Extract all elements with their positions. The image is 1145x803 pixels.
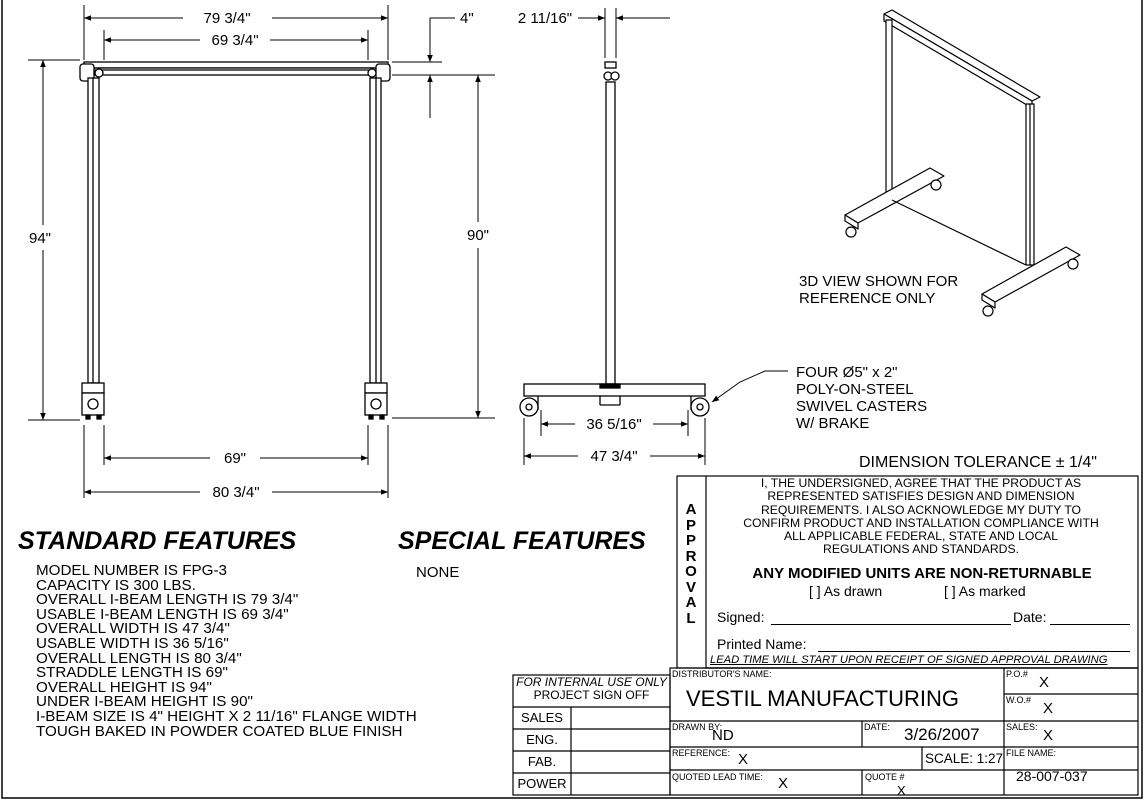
approval-letter: P [685, 532, 696, 549]
as-drawn-checkbox[interactable]: [ ] As drawn [809, 583, 883, 599]
casters-note: FOUR Ø5" x 2" POLY-ON-STEEL SWIVEL CASTE… [796, 364, 927, 432]
drawn-by-label: DRAWN BY: [672, 722, 723, 732]
quoted-lead-value: X [778, 775, 789, 792]
reference-value: X [738, 751, 749, 768]
side-view [519, 61, 710, 417]
signoff-row-label: FAB. [527, 754, 557, 769]
printed-name-field[interactable] [818, 651, 1130, 652]
dim-usable-ibeam-length: 69 3/4" [211, 32, 258, 49]
feature-item: OVERALL WIDTH IS 47 3/4" [36, 620, 230, 638]
po-label: P.O.# [1006, 669, 1028, 679]
feature-item: MODEL NUMBER IS FPG-3 [36, 562, 227, 579]
lead-time-note: LEAD TIME WILL START UPON RECEIPT OF SIG… [710, 654, 1108, 666]
dim-overall-length: 80 3/4" [212, 484, 259, 501]
feature-item: OVERALL HEIGHT IS 94" [36, 678, 212, 696]
side-view-dimension-labels: 2 11/16" 36 5/16" 47 3/4" [518, 10, 642, 465]
special-features-value: NONE [416, 564, 460, 581]
approval-letter: O [685, 563, 697, 580]
date-field[interactable] [1050, 624, 1130, 625]
side-view-dimensions [523, 8, 788, 465]
iso-view-note-line: 3D VIEW SHOWN FOR [799, 273, 959, 290]
feature-item: USABLE I-BEAM LENGTH IS 69 3/4" [36, 605, 289, 623]
dim-overall-ibeam-length: 79 3/4" [203, 10, 250, 27]
special-features-title: SPECIAL FEATURES [398, 527, 646, 555]
file-name-label: FILE NAME: [1006, 748, 1057, 758]
wo-label: W.O.# [1006, 695, 1032, 705]
iso-view-note: 3D VIEW SHOWN FOR REFERENCE ONLY [799, 273, 958, 307]
po-value: X [1039, 674, 1050, 691]
internal-use-header: FOR INTERNAL USE ONLY PROJECT SIGN OFF [513, 676, 670, 702]
dim-overall-height: 94" [29, 230, 51, 247]
wo-value: X [1043, 700, 1054, 717]
approval-letter: P [685, 516, 696, 534]
signoff-row-label: ENG. [526, 732, 558, 747]
date-value: 3/26/2007 [904, 725, 980, 744]
signed-field[interactable] [771, 624, 1011, 625]
drawn-by-value: ND [712, 727, 734, 744]
iso-view [844, 9, 1081, 317]
casters-note-line: W/ BRAKE [796, 415, 870, 432]
casters-note-line: POLY-ON-STEEL [796, 381, 914, 398]
dimension-tolerance: DIMENSION TOLERANCE ± 1/4" [859, 454, 1097, 471]
approval-statement: I, THE UNDERSIGNED, AGREE THAT THE PRODU… [743, 476, 1099, 557]
internal-use-title: FOR INTERNAL USE ONLY [516, 675, 667, 689]
printed-name-label: Printed Name: [717, 636, 807, 652]
dim-under-ibeam-height: 90" [467, 227, 489, 244]
approval-letter: V [685, 578, 696, 596]
feature-item: TOUGH BAKED IN POWDER COATED BLUE FINISH [36, 722, 403, 740]
feature-item: OVERALL I-BEAM LENGTH IS 79 3/4" [36, 591, 299, 609]
feature-item: I-BEAM SIZE IS 4" HEIGHT X 2 11/16" FLAN… [36, 707, 417, 725]
standard-features-list: MODEL NUMBER IS FPG-3 CAPACITY IS 300 LB… [36, 562, 417, 740]
front-view [79, 61, 391, 420]
dim-overall-width: 47 3/4" [590, 448, 637, 465]
quoted-lead-label: QUOTED LEAD TIME: [672, 772, 763, 782]
iso-view-note-line: REFERENCE ONLY [799, 290, 936, 307]
scale-value: SCALE: 1:27 [925, 751, 1004, 766]
reference-label: REFERENCE: [672, 748, 731, 758]
dim-flange-height: 4" [460, 10, 474, 27]
casters-note-line: SWIVEL CASTERS [796, 398, 928, 415]
as-marked-checkbox[interactable]: [ ] As marked [944, 583, 1026, 599]
approval-letter: L [686, 609, 696, 627]
distributor-label: DISTRIBUTOR'S NAME: [672, 669, 772, 679]
approval-vertical-label: A P P R O V A L [680, 502, 702, 626]
date-label: Date: [1013, 609, 1047, 625]
dim-straddle-length: 69" [224, 450, 246, 467]
casters-note-line: FOUR Ø5" x 2" [796, 364, 898, 381]
feature-item: CAPACITY IS 300 LBS. [36, 576, 196, 594]
approval-letter: A [685, 501, 697, 518]
signoff-row-label: SALES [521, 710, 563, 725]
dim-flange-width: 2 11/16" [518, 10, 572, 27]
dim-usable-width: 36 5/16" [586, 416, 641, 433]
quote-value: X [897, 783, 906, 798]
title-block-frame [669, 667, 1139, 796]
sales-label: SALES: [1006, 722, 1038, 732]
feature-item: STRADDLE LENGTH IS 69" [36, 664, 228, 682]
feature-item: USABLE WIDTH IS 36 5/16" [36, 634, 229, 652]
signed-label: Signed: [717, 609, 765, 625]
project-sign-off-title: PROJECT SIGN OFF [533, 688, 650, 702]
approval-letter: R [685, 547, 697, 565]
approval-letter: A [685, 594, 697, 611]
approval-warning: ANY MODIFIED UNITS ARE NON-RETURNABLE [752, 565, 1092, 582]
sales-value: X [1043, 727, 1054, 744]
file-name-value: 28-007-037 [1016, 768, 1088, 784]
feature-item: UNDER I-BEAM HEIGHT IS 90" [36, 693, 253, 711]
feature-item: OVERALL LENGTH IS 80 3/4" [36, 649, 242, 667]
standard-features-title: STANDARD FEATURES [18, 527, 297, 555]
front-view-dimension-labels: 79 3/4" 69 3/4" 4" 94" 90" 69" 80 3/4" [29, 10, 489, 501]
date-label-tb: DATE: [864, 722, 890, 732]
distributor-name: VESTIL MANUFACTURING [686, 686, 959, 711]
signoff-row-label: POWER [517, 776, 567, 791]
front-view-dimensions [28, 5, 495, 498]
quote-label: QUOTE # [865, 772, 905, 782]
